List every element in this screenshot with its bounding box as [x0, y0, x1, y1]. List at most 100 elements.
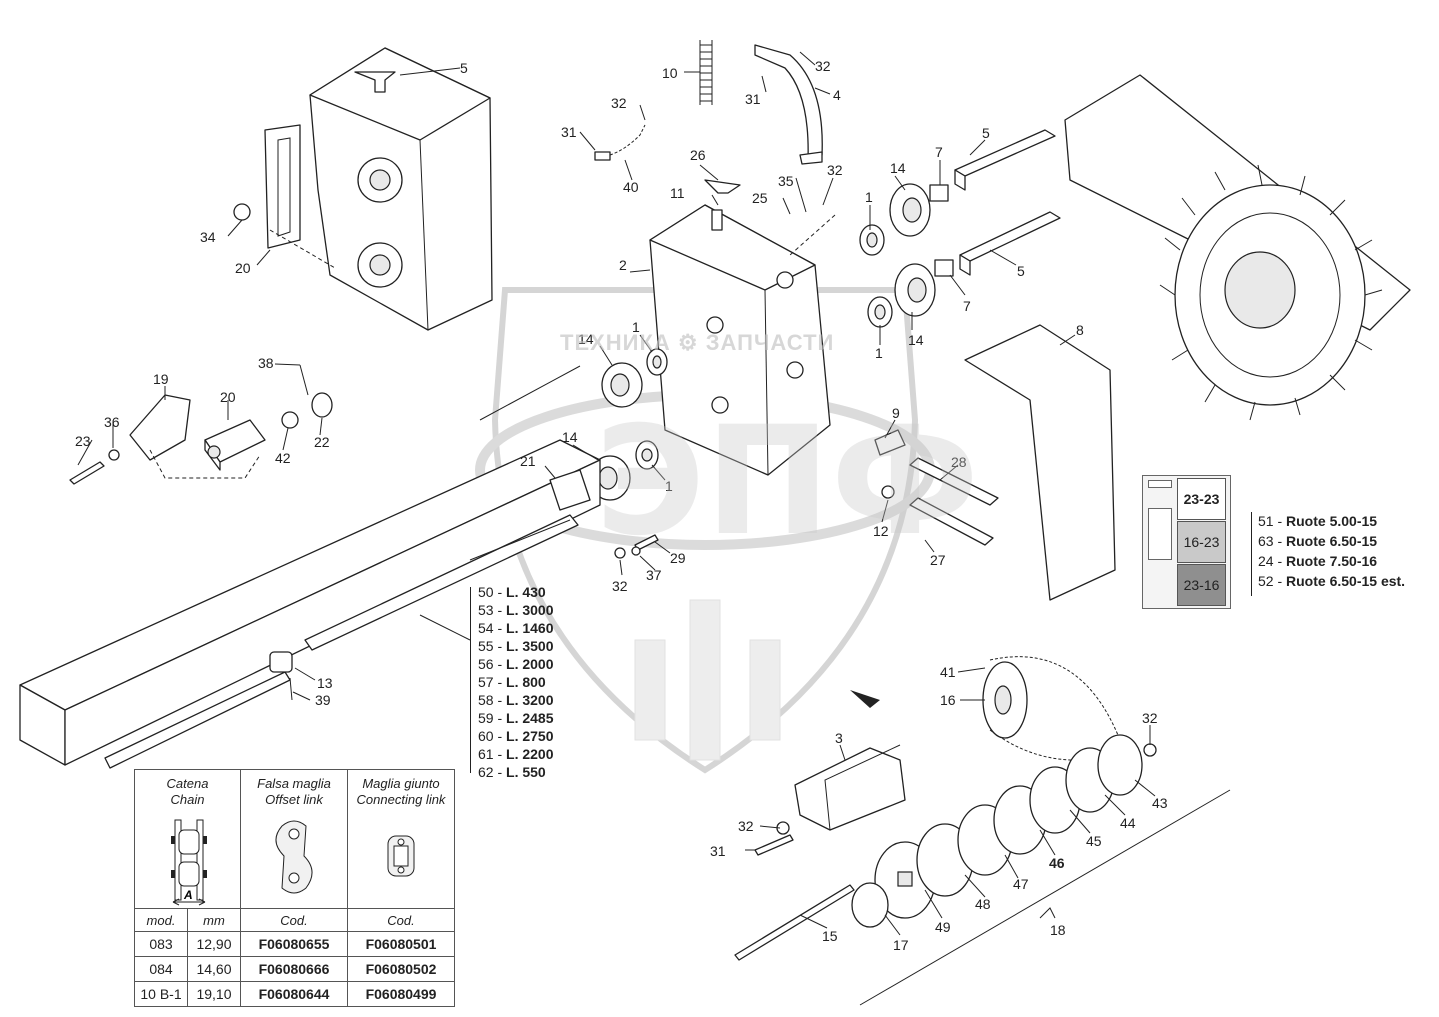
callout-30: 29 — [670, 550, 686, 566]
guide-counter — [149, 449, 261, 479]
callout-10: 10 — [662, 65, 678, 81]
cell-connect-code: F06080501 — [347, 931, 455, 957]
callout-40: 40 — [623, 179, 639, 195]
cell-mm: 19,10 — [187, 981, 241, 1007]
length-item: 57 - L. 800 — [478, 673, 554, 691]
bolt-28 — [909, 497, 994, 546]
rod-15 — [734, 884, 855, 961]
callout-18: 18 — [1050, 922, 1066, 938]
wheel-label: Ruote 6.50-15 est. — [1286, 573, 1406, 589]
length-value: L. 3200 — [506, 692, 554, 708]
callout-5-top: 5 — [982, 125, 990, 141]
length-separator: - — [493, 674, 507, 690]
callout-1-right: 1 — [875, 345, 883, 361]
length-code: 50 — [478, 584, 494, 600]
length-code: 60 — [478, 728, 494, 744]
swatch-23-23: 23-23 — [1177, 478, 1226, 520]
cell-connect-code: F06080502 — [347, 956, 455, 982]
callout-16: 16 — [940, 692, 956, 708]
callout-33-chain: 32 — [611, 95, 627, 111]
callout-20: 20 — [220, 389, 236, 405]
wheel-code: 24 - — [1258, 553, 1287, 569]
swatch-23-16: 23-16 — [1177, 564, 1226, 606]
wheel-code: 52 - — [1258, 573, 1287, 589]
length-value: L. 3500 — [506, 638, 554, 654]
coupler-25 — [549, 469, 591, 511]
cell-offset-code: F06080644 — [240, 981, 348, 1007]
length-value: L. 2485 — [506, 710, 554, 726]
wheel-label: Ruote 7.50-16 — [1286, 553, 1378, 569]
callout-43: 43 — [1152, 795, 1168, 811]
length-value: L. 3000 — [506, 602, 554, 618]
length-separator: - — [493, 584, 507, 600]
table-row: 084 14,60 F06080666 F06080502 — [134, 956, 455, 982]
cell-connect-code: F06080499 — [347, 981, 455, 1007]
callout-29: 28 — [951, 454, 967, 470]
length-code: 62 — [478, 764, 494, 780]
length-item: 59 - L. 2485 — [478, 709, 554, 727]
length-item: 58 - L. 3200 — [478, 691, 554, 709]
table-row: 083 12,90 F06080655 F06080501 — [134, 931, 455, 957]
callout-46: 46 — [1049, 855, 1065, 871]
length-value: L. 2200 — [506, 746, 554, 762]
cell-mm: 12,90 — [187, 931, 241, 957]
gearbox-bracket — [264, 124, 301, 249]
callout-14-top: 14 — [890, 160, 906, 176]
length-code: 57 — [478, 674, 494, 690]
wheel-label: Ruote 6.50-15 — [1286, 533, 1378, 549]
counter-bracket — [129, 394, 191, 461]
callout-35: 35 — [778, 173, 794, 189]
callout-47: 47 — [1013, 876, 1029, 892]
nut-34 — [233, 203, 251, 221]
length-item: 50 - L. 430 — [478, 583, 554, 601]
callout-4: 4 — [833, 87, 841, 103]
wheel-assembly — [1064, 74, 1411, 421]
length-item: 62 - L. 550 — [478, 763, 554, 781]
length-item: 56 - L. 2000 — [478, 655, 554, 673]
long-square-shaft — [19, 439, 601, 766]
callout-7-top: 7 — [935, 144, 943, 160]
length-code: 59 — [478, 710, 494, 726]
length-separator: - — [493, 692, 507, 708]
guide-bracket — [269, 229, 336, 269]
sleeve-upper — [929, 184, 949, 202]
wheel-code: 63 - — [1258, 533, 1287, 549]
callout-33-mid: 32 — [827, 162, 843, 178]
bolt-29 — [909, 457, 999, 506]
callout-32: 32 — [1142, 710, 1158, 726]
callout-25: 21 — [520, 453, 536, 469]
callout-15: 15 — [822, 928, 838, 944]
small-chain — [594, 124, 646, 161]
spring-42 — [281, 411, 299, 429]
length-code: 58 — [478, 692, 494, 708]
wheel-list-bracket — [1251, 512, 1252, 596]
callout-17: 17 — [893, 937, 909, 953]
callout-34: 34 — [200, 229, 216, 245]
square-tube-lower — [959, 211, 1061, 276]
callout-7-lower: 7 — [963, 298, 971, 314]
counter — [204, 419, 266, 471]
callout-36: 36 — [104, 414, 120, 430]
watermark-logo-text: ЭПФ — [595, 395, 980, 569]
watermark-text: ТЕХНИКА ⚙ ЗАПЧАСТИ — [560, 330, 835, 355]
baseline-18 — [859, 789, 1231, 1006]
callout-31-chain: 31 — [561, 124, 577, 140]
callout-38: 38 — [258, 355, 274, 371]
length-separator: - — [493, 602, 507, 618]
callout-14-right: 14 — [908, 332, 924, 348]
length-code: 56 — [478, 656, 494, 672]
callout-1-left: 1 — [632, 319, 640, 335]
length-separator: - — [493, 746, 507, 762]
dimension-a: A — [183, 888, 193, 902]
callout-48: 48 — [975, 896, 991, 912]
leader-lines — [77, 51, 1156, 936]
wheel-item: 51 - Ruote 5.00-15 — [1258, 511, 1405, 531]
connecting-link-icon — [387, 835, 415, 877]
length-value: L. 2750 — [506, 728, 554, 744]
chain-icon: A — [170, 819, 207, 906]
callout-49: 49 — [935, 919, 951, 935]
